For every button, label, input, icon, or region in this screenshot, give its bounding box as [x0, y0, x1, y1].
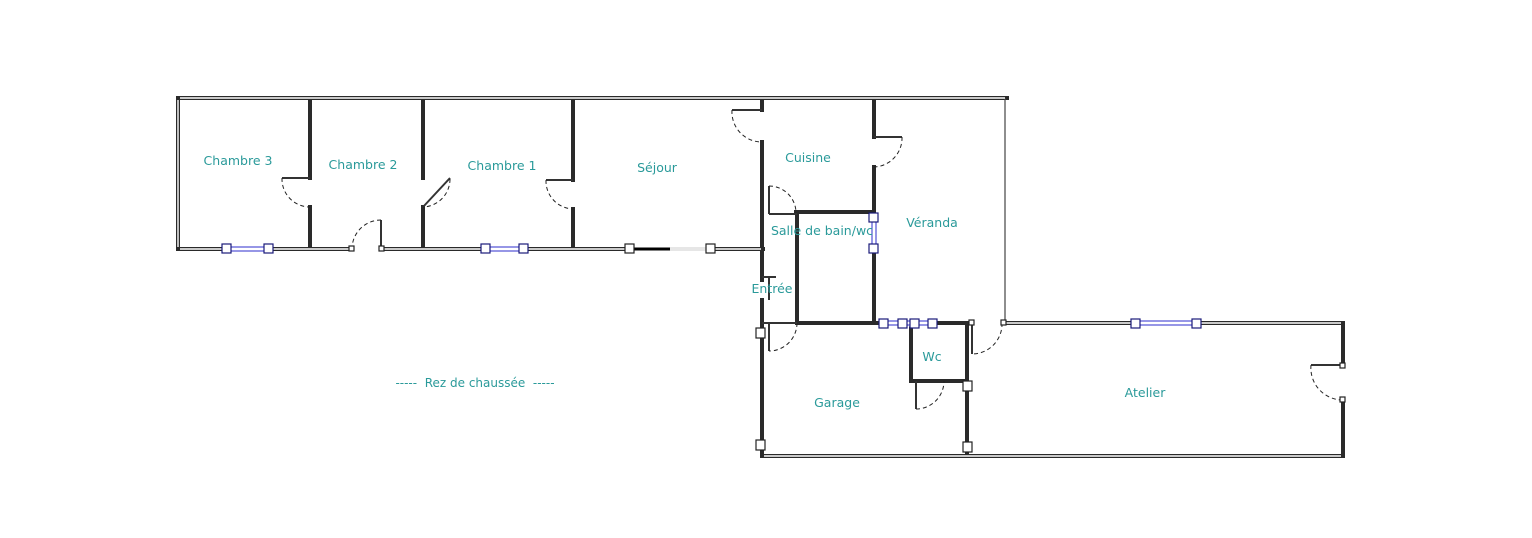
door-chambre1-arc [545, 179, 574, 210]
window-chambre3-frame-left [221, 243, 232, 254]
label-atelier: Atelier [1125, 385, 1167, 400]
door-entree-garage-arc [768, 322, 798, 352]
door-sejour-cuisine [731, 109, 763, 143]
label-veranda: Véranda [906, 215, 958, 230]
label-sejour: Séjour [637, 160, 678, 175]
window-bath-frame-bottom [868, 243, 879, 254]
door-atelier-exterior-arc [1310, 364, 1344, 401]
door-veranda-atelier-arc [971, 322, 1003, 355]
posts [755, 327, 973, 453]
window-bath-frame-top [868, 212, 879, 223]
door-sejour-cuisine-arc [731, 109, 763, 143]
wall-highlights [177, 97, 1341, 457]
door-exterior-south [348, 219, 385, 253]
door-wc-arc [915, 380, 945, 410]
door-veranda-atelier-post-right [1000, 319, 1007, 326]
door-entree-side [762, 276, 776, 300]
door-wc [915, 380, 945, 410]
window-bath [868, 212, 879, 254]
window-veranda-frame-3 [909, 318, 920, 329]
label-entree: Entrée [752, 281, 793, 296]
label-salle-de-bain: Salle de bain/wc [771, 223, 873, 238]
door-veranda-atelier [968, 319, 1007, 355]
room-labels: Chambre 3 Chambre 2 Chambre 1 Séjour Cui… [204, 150, 1167, 410]
window-chambre1-frame-left [480, 243, 491, 254]
windows [221, 212, 1202, 329]
post-garage-top [755, 327, 766, 339]
door-chambre1 [545, 179, 574, 210]
plan-caption: ----- Rez de chaussée ----- [395, 376, 554, 390]
window-veranda-frame-2 [897, 318, 908, 329]
window-chambre1-frame-right [518, 243, 529, 254]
door-entree-garage [762, 322, 798, 352]
door-chambre2-leaf [422, 177, 451, 208]
door-chambre3 [281, 177, 311, 208]
door-exterior-south-post-left [348, 245, 355, 252]
door-atelier-exterior-post-bottom [1339, 396, 1346, 403]
walls [176, 96, 1345, 458]
post-wc [962, 380, 973, 392]
doors [281, 109, 1346, 410]
window-veranda [878, 318, 938, 329]
door-exterior-south-arc [351, 219, 382, 250]
window-sejour [624, 243, 716, 254]
door-cuisine-veranda-arc [873, 136, 903, 168]
label-chambre1: Chambre 1 [468, 158, 537, 173]
label-chambre2: Chambre 2 [329, 157, 398, 172]
door-chambre2 [422, 177, 451, 208]
door-bath [768, 185, 797, 215]
window-veranda-frame-1 [878, 318, 889, 329]
post-garage-bottom [755, 439, 766, 451]
window-atelier-frame-left [1130, 318, 1141, 329]
door-chambre3-arc [281, 177, 311, 208]
door-atelier-exterior-post-top [1339, 362, 1346, 369]
door-veranda-atelier-post-left [968, 319, 975, 326]
door-cuisine-veranda [873, 136, 903, 168]
label-chambre3: Chambre 3 [204, 153, 273, 168]
post-garage-atelier-bottom [962, 441, 973, 453]
window-sejour-frame-right [705, 243, 716, 254]
window-chambre3 [221, 243, 274, 254]
door-bath-arc [768, 185, 797, 214]
window-atelier [1130, 318, 1202, 329]
label-garage: Garage [814, 395, 860, 410]
window-chambre3-frame-right [263, 243, 274, 254]
door-chambre2-arc [422, 178, 451, 208]
window-chambre1 [480, 243, 529, 254]
window-atelier-frame-right [1191, 318, 1202, 329]
label-cuisine: Cuisine [785, 150, 831, 165]
window-veranda-frame-4 [927, 318, 938, 329]
label-wc: Wc [922, 349, 941, 364]
door-atelier-exterior [1310, 362, 1346, 403]
door-exterior-south-post-right [378, 245, 385, 252]
window-sejour-frame-left [624, 243, 635, 254]
